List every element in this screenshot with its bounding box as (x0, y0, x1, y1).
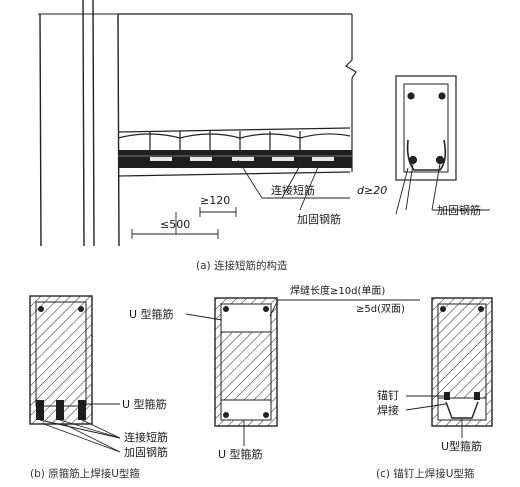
u-stirrup-label-mid-top: U 型箍筋 (129, 308, 174, 321)
beam-section-a (395, 75, 490, 215)
column (38, 0, 120, 247)
section-mid (185, 297, 420, 446)
dimension-le500-label: ≤500 (160, 218, 191, 231)
caption-a: (a) 连接短筋的构造 (196, 260, 288, 272)
u-stirrup-label-c: U型箍筋 (441, 440, 483, 453)
caption-c: (c) 锚钉上焊接U型箍 (376, 468, 475, 480)
d-ge20-label: d≥20 (357, 184, 388, 197)
weld-label-c: 焊接 (377, 404, 399, 417)
dimension-ge120-label: ≥120 (200, 194, 231, 207)
caption-b: (b) 原箍筋上焊接U型箍 (30, 468, 140, 480)
reinforcement-strip (118, 150, 352, 168)
beam-elevation (117, 13, 357, 177)
reinforce-bar-label-a: 加固钢筋 (297, 213, 341, 226)
leader-lines-a (131, 159, 350, 239)
reinforce-bar-label-section-a: 加固钢筋 (437, 204, 481, 217)
weld-length-double-label: ≥5d(双面) (356, 304, 405, 315)
connect-bar-label-b: 连接短筋 (124, 431, 168, 444)
u-stirrup-label-b: U 型箍筋 (122, 398, 167, 411)
section-b (29, 295, 121, 453)
weld-length-single-label: 焊缝长度≥10d(单面) (290, 286, 386, 297)
reinforce-bar-label-b: 加固钢筋 (124, 446, 168, 459)
section-c (405, 297, 493, 438)
u-stirrup-label-mid-bottom: U 型箍筋 (218, 448, 263, 461)
connect-bar-label-a: 连接短筋 (271, 184, 315, 197)
anchor-label-c: 锚钉 (377, 389, 399, 402)
